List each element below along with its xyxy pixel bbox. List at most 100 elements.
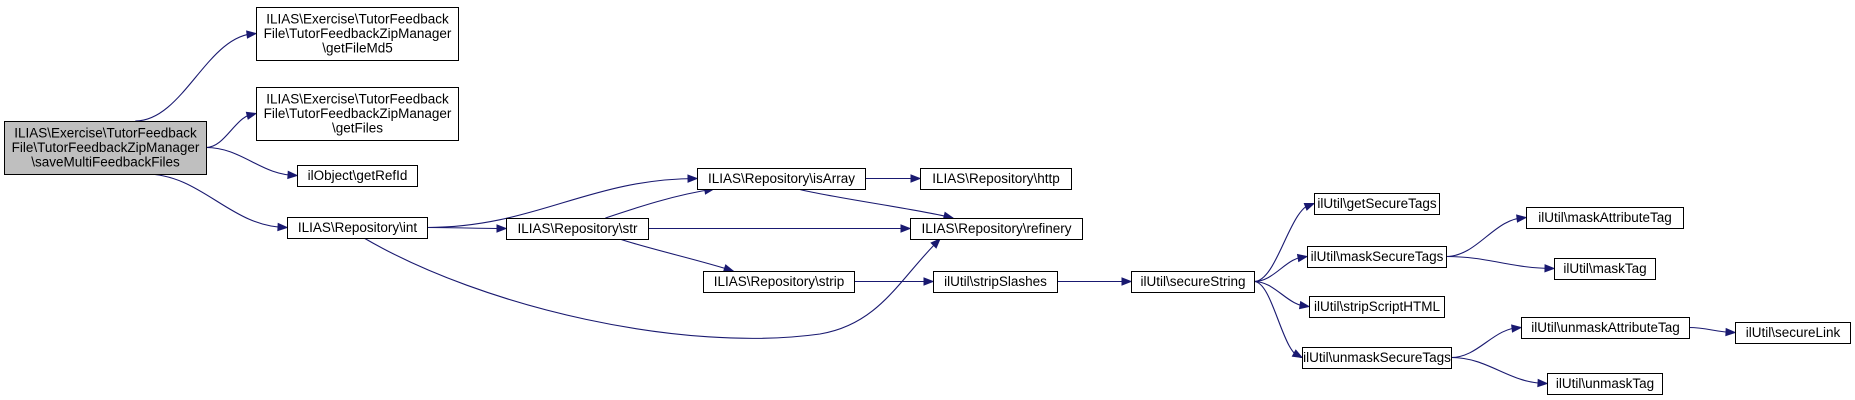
edge-secureString-to-unmaskSecureTags [1253, 280, 1303, 359]
node-label: \getFiles [332, 121, 383, 136]
node-label: ILIAS\Exercise\TutorFeedback [14, 126, 197, 141]
node-strip[interactable]: ILIAS\Repository\strip [703, 271, 855, 293]
edge-unmaskAttributeTag-to-secureLink-arrowhead [1725, 327, 1737, 337]
node-label: ilUtil\maskSecureTags [1311, 249, 1444, 264]
edge-int-to-str [426, 226, 507, 230]
node-maskTag[interactable]: ilUtil\maskTag [1554, 258, 1656, 280]
edge-root-to-getFileMd5 [135, 32, 257, 122]
node-label: ilUtil\secureString [1140, 274, 1245, 289]
edge-secureString-to-stripScriptHTML-arrowhead [1298, 300, 1311, 310]
edge-root-to-int-arrowhead [277, 222, 289, 232]
edge-secureString-to-getSecureTags [1253, 202, 1315, 283]
node-int[interactable]: ILIAS\Repository\int [287, 217, 428, 239]
node-label: ILIAS\Repository\http [932, 171, 1060, 186]
edge-secureString-to-maskSecureTags-arrowhead [1296, 253, 1309, 263]
node-maskSecureTags[interactable]: ilUtil\maskSecureTags [1307, 246, 1447, 268]
edge-unmaskSecureTags-to-unmaskTag [1450, 356, 1548, 385]
node-label: ilUtil\stripScriptHTML [1314, 299, 1441, 314]
node-label: \saveMultiFeedbackFiles [31, 155, 180, 170]
edge-maskSecureTags-to-maskAttributeTag [1445, 216, 1527, 258]
edge-strip-to-stripSlashes-arrowhead [923, 277, 935, 286]
node-box [1521, 317, 1690, 339]
node-secureString[interactable]: ilUtil\secureString [1131, 271, 1255, 293]
node-refinery[interactable]: ILIAS\Repository\refinery [910, 218, 1083, 240]
edge-maskSecureTags-to-maskTag-arrowhead [1544, 264, 1556, 273]
edge-root-to-int [145, 173, 288, 229]
node-str[interactable]: ILIAS\Repository\str [506, 218, 649, 240]
edge-unmaskSecureTags-to-unmaskAttributeTag-arrowhead [1511, 324, 1523, 333]
node-label: \getFileMd5 [322, 41, 393, 56]
node-box [910, 218, 1083, 240]
node-unmaskTag[interactable]: ilUtil\unmaskTag [1547, 373, 1663, 395]
edge-str-to-strip-arrowhead [722, 264, 735, 273]
node-box [697, 168, 866, 190]
nodes-layer: ILIAS\Exercise\TutorFeedbackFile\TutorFe… [4, 7, 1851, 395]
node-label: ilUtil\secureLink [1746, 325, 1841, 340]
node-box [933, 271, 1058, 293]
edge-str-to-refinery-arrowhead [900, 224, 912, 233]
node-box [1307, 246, 1447, 268]
node-label: File\TutorFeedbackZipManager [264, 26, 452, 41]
node-label: ilUtil\maskTag [1563, 261, 1646, 276]
edge-int-to-isArray-arrowhead [687, 174, 699, 183]
node-box [297, 165, 418, 187]
node-stripSlashes[interactable]: ilUtil\stripSlashes [933, 271, 1058, 293]
edge-root-to-getRefId [205, 146, 298, 177]
edge-unmaskSecureTags-to-unmaskAttributeTag [1450, 326, 1522, 359]
node-getFiles[interactable]: ILIAS\Exercise\TutorFeedbackFile\TutorFe… [256, 87, 459, 141]
node-label: File\TutorFeedbackZipManager [12, 140, 200, 155]
node-label: ILIAS\Repository\refinery [921, 221, 1071, 236]
node-label: ILIAS\Repository\isArray [708, 171, 855, 186]
edge-stripSlashes-to-secureString-arrowhead [1121, 277, 1133, 286]
node-box [287, 217, 428, 239]
edge-maskSecureTags-to-maskTag [1445, 255, 1555, 270]
node-getSecureTags[interactable]: ilUtil\getSecureTags [1314, 193, 1440, 215]
node-label: ilUtil\unmaskSecureTags [1303, 350, 1451, 365]
node-box [1547, 373, 1663, 395]
node-box [1314, 193, 1440, 215]
edges-layer [135, 30, 1737, 388]
edge-int-to-isArray [426, 177, 698, 229]
edge-str-to-isArray [605, 188, 714, 219]
node-isArray[interactable]: ILIAS\Repository\isArray [697, 168, 866, 190]
node-box [1302, 347, 1452, 369]
node-label: ilUtil\maskAttributeTag [1538, 210, 1672, 225]
edge-isArray-to-refinery [797, 188, 954, 219]
node-label: ILIAS\Exercise\TutorFeedback [266, 12, 449, 27]
node-unmaskSecureTags[interactable]: ilUtil\unmaskSecureTags [1302, 347, 1452, 369]
node-getFileMd5[interactable]: ILIAS\Exercise\TutorFeedbackFile\TutorFe… [256, 7, 459, 61]
node-label: ILIAS\Repository\strip [714, 274, 845, 289]
node-maskAttributeTag[interactable]: ilUtil\maskAttributeTag [1526, 207, 1684, 229]
edge-int-to-refinery-arrowhead [930, 238, 941, 249]
node-box [703, 271, 855, 293]
node-label: ilUtil\unmaskAttributeTag [1531, 320, 1680, 335]
edge-str-to-strip [619, 238, 734, 272]
edge-int-to-refinery [363, 237, 941, 339]
node-getRefId[interactable]: ilObject\getRefId [297, 165, 418, 187]
node-box [1309, 296, 1445, 318]
edge-unmaskSecureTags-to-unmaskTag-arrowhead [1537, 378, 1549, 388]
node-box [1735, 322, 1851, 344]
node-unmaskAttributeTag[interactable]: ilUtil\unmaskAttributeTag [1521, 317, 1690, 339]
node-box [920, 168, 1072, 190]
node-label: ilUtil\getSecureTags [1317, 196, 1437, 211]
node-stripScriptHTML[interactable]: ilUtil\stripScriptHTML [1309, 296, 1445, 318]
edge-isArray-to-http-arrowhead [910, 174, 922, 183]
node-box [4, 121, 207, 175]
edge-root-to-getFileMd5-arrowhead [246, 30, 258, 39]
edge-int-to-str-arrowhead [496, 224, 508, 233]
node-label: File\TutorFeedbackZipManager [264, 106, 452, 121]
node-box [1554, 258, 1656, 280]
node-label: ILIAS\Repository\str [517, 221, 638, 236]
node-root[interactable]: ILIAS\Exercise\TutorFeedbackFile\TutorFe… [4, 121, 207, 175]
node-label: ilUtil\stripSlashes [944, 274, 1047, 289]
edge-secureString-to-unmaskSecureTags-arrowhead [1291, 349, 1304, 359]
node-label: ILIAS\Repository\int [298, 220, 418, 235]
node-label: ILIAS\Exercise\TutorFeedback [266, 92, 449, 107]
edge-maskSecureTags-to-maskAttributeTag-arrowhead [1516, 214, 1528, 223]
edge-root-to-getFiles-arrowhead [245, 111, 258, 120]
node-http[interactable]: ILIAS\Repository\http [920, 168, 1072, 190]
node-secureLink[interactable]: ilUtil\secureLink [1735, 322, 1851, 344]
edge-root-to-getRefId-arrowhead [287, 170, 299, 180]
